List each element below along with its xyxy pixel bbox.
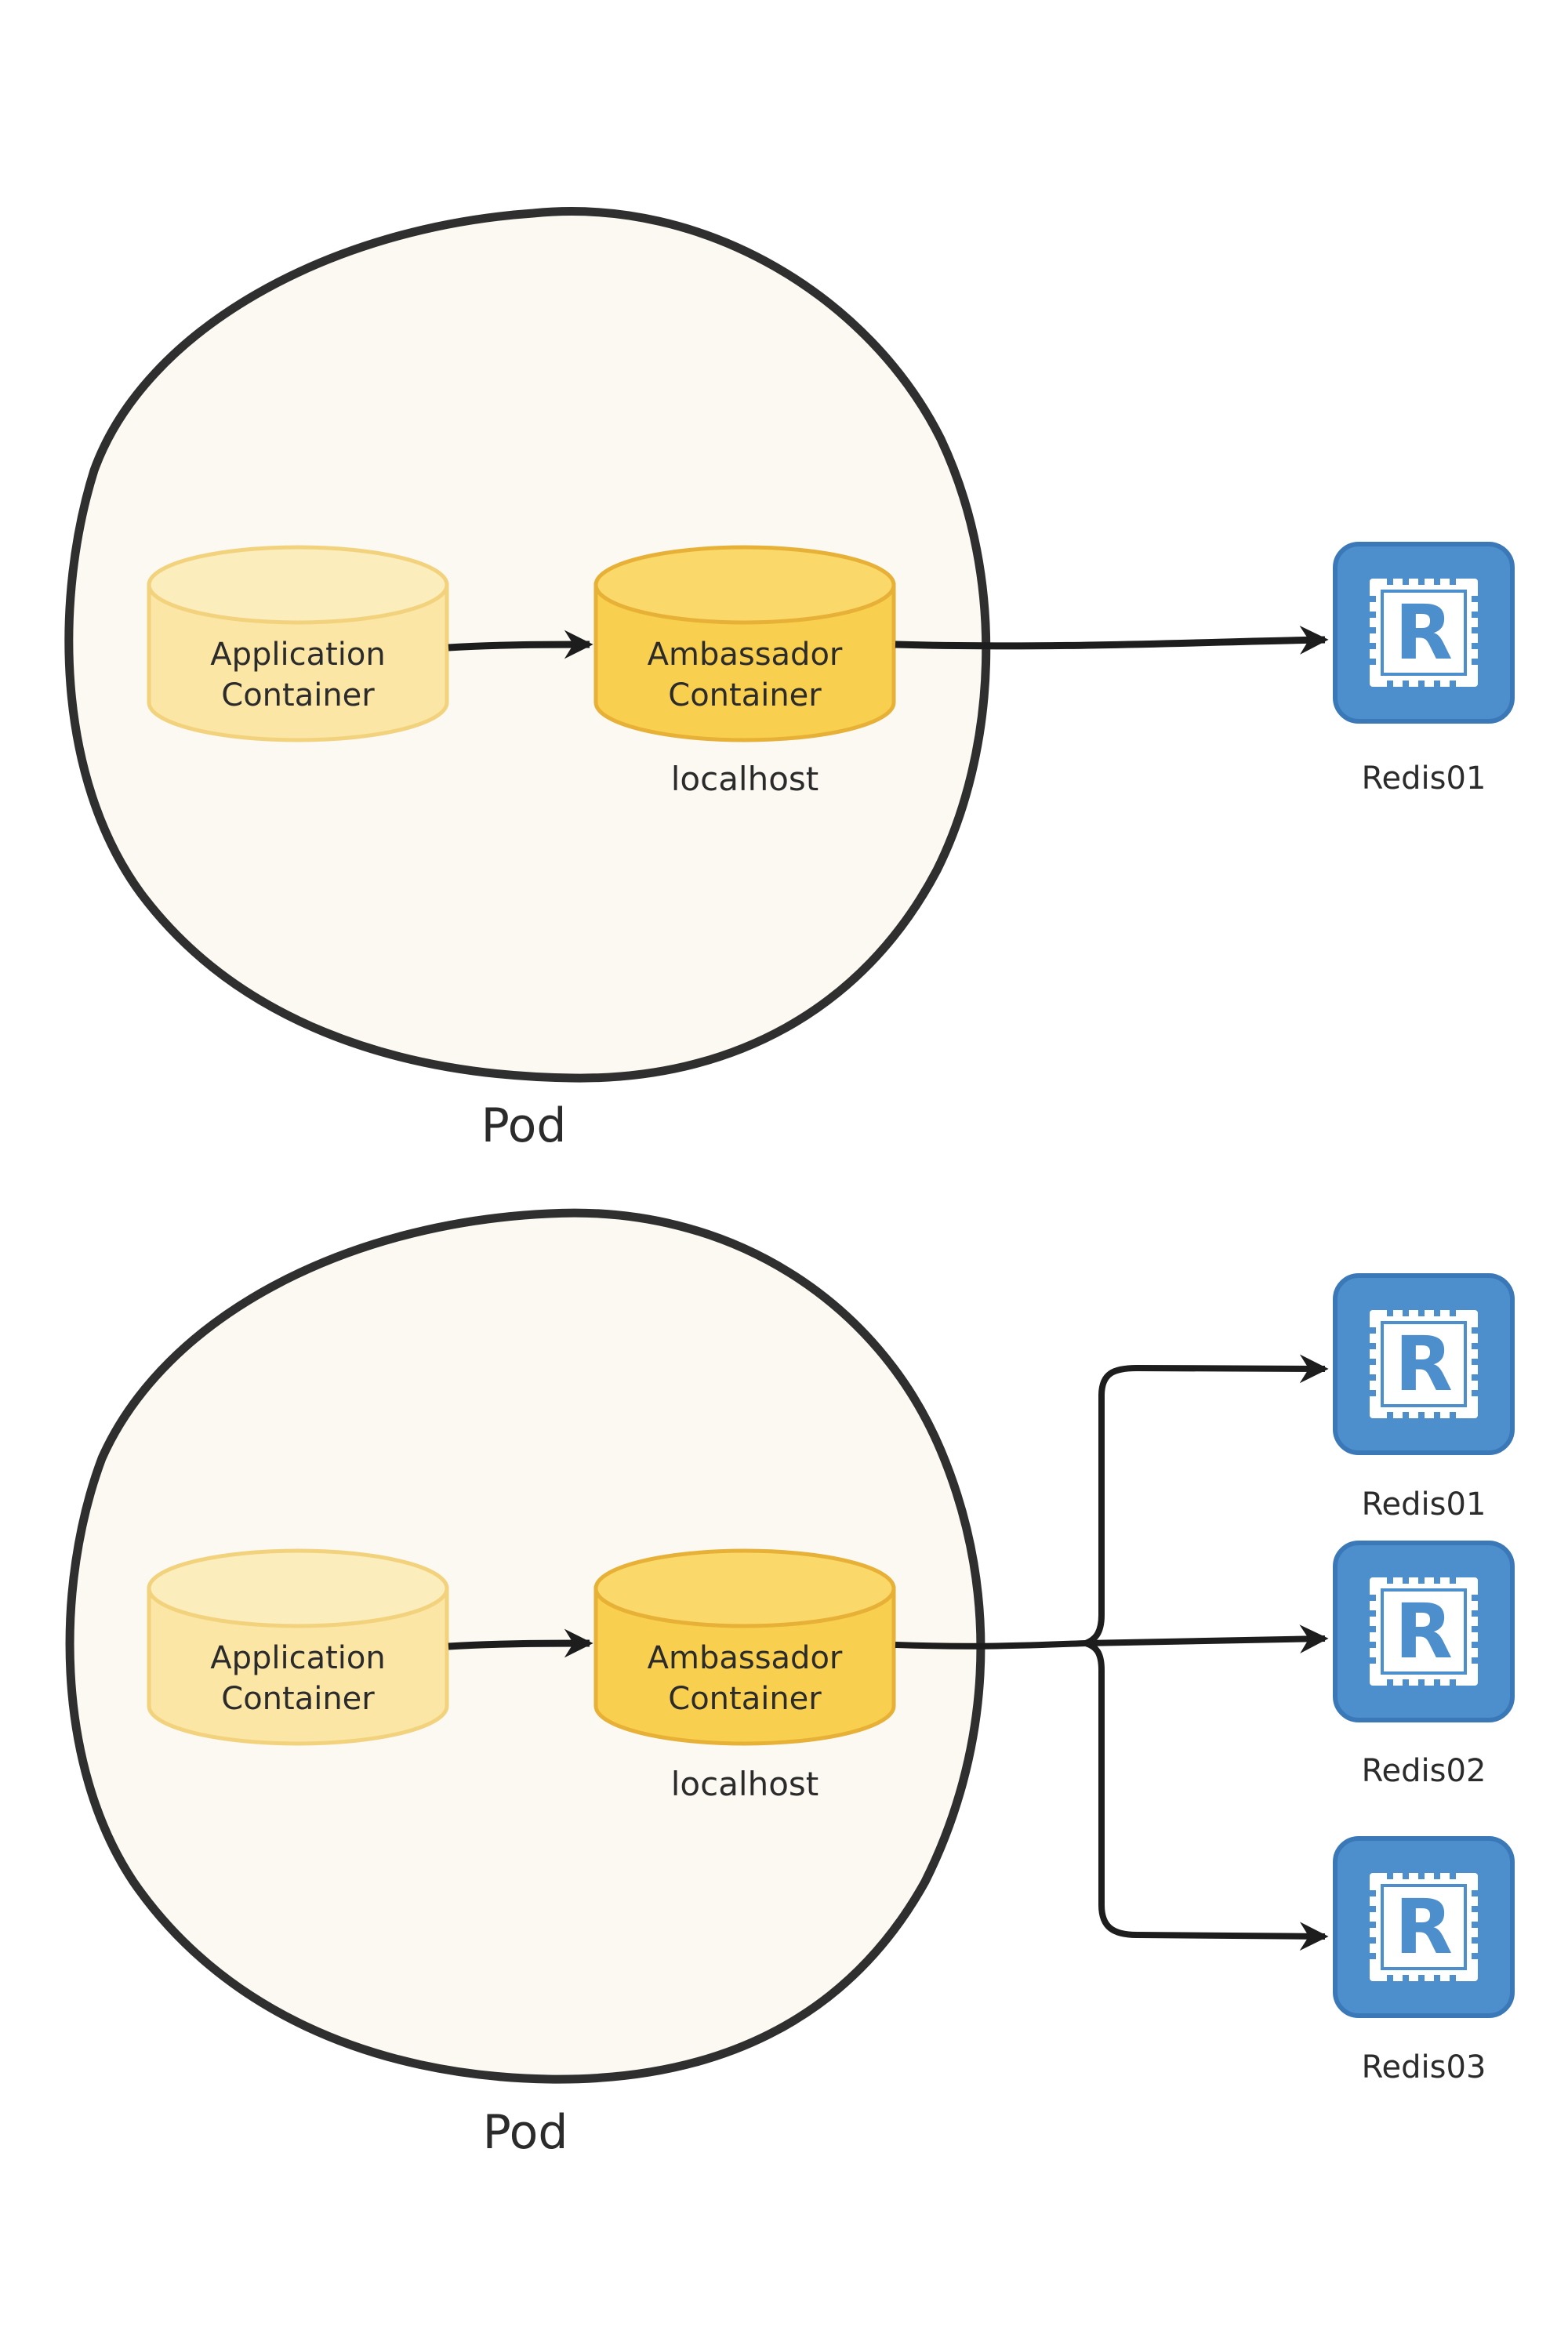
bottom-arrow-to-redis03: [1136, 1922, 1329, 1951]
bottom-arrow-to-redis01: [1136, 1354, 1329, 1384]
bottom-app-label-line2: Container: [221, 1681, 375, 1717]
bottom-app-label-line1: Application: [210, 1640, 386, 1676]
bottom-redis03-label: Redis03: [1362, 2049, 1486, 2085]
bottom-ambassador-container: Ambassador Container: [593, 1548, 896, 1746]
bottom-amb-label-line1: Ambassador: [648, 1640, 843, 1676]
bottom-app-cylinder-top: [147, 1548, 449, 1628]
bottom-app-cylinder-body: [147, 1586, 449, 1746]
redis-letter: R: [1395, 589, 1453, 677]
bottom-redis03-node: R Redis03: [1333, 1836, 1515, 2085]
top-pod-label: Pod: [481, 1098, 567, 1153]
redis-chip-icon: R: [1333, 1273, 1515, 1455]
top-arrow-app-to-ambassador: [448, 630, 593, 659]
bottom-amb-cylinder-body: [593, 1586, 896, 1746]
top-localhost-label: localhost: [671, 760, 819, 798]
bottom-arrow-trunk: [895, 1640, 1087, 1650]
redis-letter: R: [1395, 1320, 1453, 1408]
top-app-cylinder-top: [147, 545, 449, 625]
top-app-label-line1: Application: [210, 637, 386, 673]
bottom-pod-group: Application Container Ambassador Contain…: [65, 1208, 985, 2160]
bottom-arrow-branch-spine: [1076, 1365, 1138, 1938]
top-amb-cylinder-body: [593, 583, 896, 742]
bottom-redis02-label: Redis02: [1362, 1753, 1486, 1789]
redis-letter: R: [1395, 1883, 1453, 1971]
top-amb-label-line1: Ambassador: [648, 637, 843, 673]
top-pod-group: Application Container Ambassador Contain…: [64, 207, 991, 1153]
bottom-amb-cylinder-top: [593, 1548, 896, 1628]
top-redis01-label: Redis01: [1362, 760, 1486, 797]
bottom-redis02-node: R Redis02: [1333, 1541, 1515, 1789]
bottom-arrow-to-redis02: [1085, 1624, 1329, 1654]
top-amb-label-line2: Container: [668, 677, 822, 713]
bottom-localhost-label: localhost: [671, 1765, 819, 1803]
top-app-label-line2: Container: [221, 677, 375, 713]
top-amb-cylinder-top: [593, 545, 896, 625]
bottom-redis01-node: R Redis01: [1333, 1273, 1515, 1523]
bottom-arrow-app-to-ambassador: [448, 1628, 593, 1658]
bottom-pod-label: Pod: [483, 2105, 568, 2160]
top-ambassador-container: Ambassador Container: [593, 545, 896, 742]
top-app-cylinder-body: [147, 583, 449, 742]
bottom-application-container: Application Container: [147, 1548, 449, 1746]
redis-chip-icon: R: [1333, 542, 1515, 724]
bottom-branch-arrows: [895, 1354, 1329, 1951]
redis-chip-icon: R: [1333, 1836, 1515, 2018]
redis-letter: R: [1395, 1588, 1453, 1675]
top-redis01-node: R Redis01: [1333, 542, 1515, 797]
bottom-amb-label-line2: Container: [668, 1681, 822, 1717]
redis-chip-icon: R: [1333, 1541, 1515, 1722]
top-arrow-ambassador-to-redis01: [895, 626, 1329, 655]
top-application-container: Application Container: [147, 545, 449, 742]
bottom-redis01-label: Redis01: [1362, 1486, 1486, 1523]
